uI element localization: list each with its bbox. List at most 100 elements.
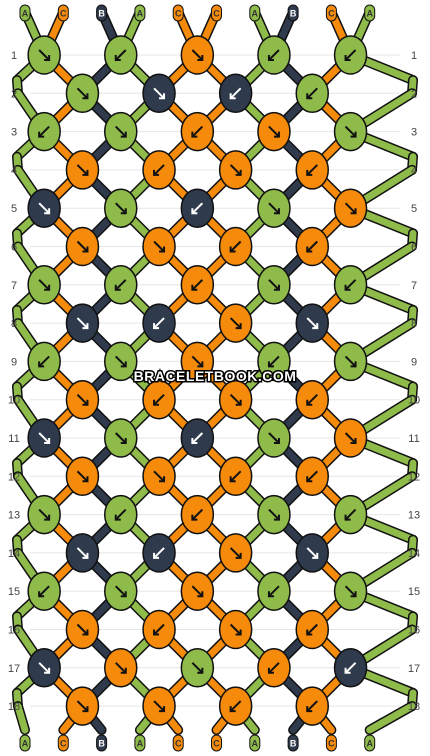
knot: [65, 150, 100, 190]
row-number-left: 18: [8, 701, 20, 713]
knot-arrow-shaft: [38, 508, 50, 521]
knot-arrow-head: [191, 131, 198, 138]
knot: [142, 150, 176, 190]
knot: [180, 418, 215, 458]
string-tag: [325, 4, 337, 22]
knot-arrow-head: [229, 246, 236, 253]
knot-arrow-head: [344, 55, 351, 61]
row-number-left: 11: [8, 433, 19, 445]
knot: [27, 111, 61, 152]
row-number-right: 8: [411, 318, 417, 330]
knot: [257, 188, 291, 228]
knot-arrow-head: [273, 131, 280, 138]
knot-arrow-head: [82, 399, 89, 406]
knot-arrow-head: [159, 706, 166, 713]
string-letter: C: [328, 739, 335, 749]
string-tag: [172, 4, 184, 22]
top-string-label: B: [287, 4, 299, 22]
knot-arrow-head: [114, 514, 121, 521]
knot: [333, 571, 368, 611]
bottom-string-label: C: [211, 734, 222, 752]
knot-arrow-head: [350, 591, 357, 598]
knot-arrow-shaft: [115, 432, 127, 444]
string-tag: [249, 734, 261, 752]
knot-arrow-head: [153, 399, 160, 406]
knot-arrow-head: [120, 667, 127, 674]
knot: [142, 533, 176, 573]
string-tag: [364, 4, 376, 22]
knot: [295, 609, 329, 650]
knot-arrow-shaft: [344, 355, 357, 368]
knot-arrow-head: [120, 438, 127, 444]
knot-arrow-head: [191, 284, 198, 291]
row-number-left: 17: [8, 663, 20, 675]
knot-arrow-shaft: [229, 623, 242, 636]
knot-arrow-shaft: [115, 508, 127, 521]
knot-arrow-head: [153, 552, 160, 559]
knot-arrow-head: [350, 438, 357, 444]
row-number-right: 9: [411, 356, 417, 368]
knot-arrow-shaft: [306, 317, 318, 329]
knot-arrow-shaft: [229, 87, 242, 100]
knot: [104, 648, 138, 688]
knot: [295, 686, 329, 726]
knot-arrow-shaft: [191, 279, 204, 291]
knot-arrow-shaft: [76, 164, 89, 176]
knot: [218, 533, 253, 573]
bottom-string-label: B: [287, 734, 299, 752]
knot-arrow-shaft: [115, 49, 127, 61]
knot-arrow-shaft: [344, 585, 357, 597]
knot-arrow-head: [44, 284, 51, 291]
knot-arrow-shaft: [344, 662, 357, 674]
knot-arrow-shaft: [344, 125, 357, 138]
knot-arrow-shaft: [76, 470, 89, 483]
knot: [257, 35, 291, 75]
knot-arrow-head: [306, 629, 313, 636]
knot-arrow-head: [38, 361, 45, 368]
knot: [333, 418, 368, 458]
knot-arrow-head: [159, 476, 166, 483]
knot: [180, 494, 215, 535]
top-string-label: C: [325, 4, 337, 22]
string-letter: A: [137, 739, 144, 749]
knot-arrow-head: [114, 55, 121, 61]
knot-arrow-head: [350, 361, 357, 368]
string-letter: B: [290, 9, 297, 19]
knot: [104, 418, 138, 458]
knot-arrow-head: [235, 629, 242, 636]
top-string-label: C: [172, 4, 184, 22]
row-number-right: 6: [411, 242, 417, 254]
knot: [333, 494, 368, 535]
knot: [65, 686, 100, 726]
knot-arrow-shaft: [268, 279, 280, 291]
knot-arrow-shaft: [306, 87, 318, 100]
knot: [295, 150, 329, 190]
knot-arrow-shaft: [268, 202, 280, 214]
knot-arrow-shaft: [268, 585, 280, 597]
string-letter: A: [252, 9, 259, 19]
string-tag: [287, 4, 299, 22]
string-letter: A: [366, 9, 373, 19]
row-number-right: 11: [408, 433, 419, 445]
row-number-right: 5: [411, 203, 417, 215]
knot-arrow-head: [273, 208, 280, 215]
knot: [142, 456, 176, 497]
knot-arrow-head: [120, 208, 127, 215]
row-number-right: 17: [408, 663, 420, 675]
knot-arrow-shaft: [229, 393, 242, 406]
knot-arrow-shaft: [306, 240, 318, 253]
bottom-string-label: C: [172, 734, 184, 752]
knot-arrow-head: [82, 706, 89, 713]
string-letter: B: [98, 9, 105, 19]
knot: [218, 226, 253, 267]
knot: [257, 265, 291, 305]
row-number-left: 6: [11, 242, 17, 254]
knot: [333, 35, 368, 75]
knot-arrow-shaft: [38, 49, 50, 61]
string-letter: A: [22, 9, 29, 19]
knot-arrow-shaft: [344, 432, 357, 444]
knot-arrow-head: [229, 93, 236, 100]
knot: [27, 265, 61, 305]
